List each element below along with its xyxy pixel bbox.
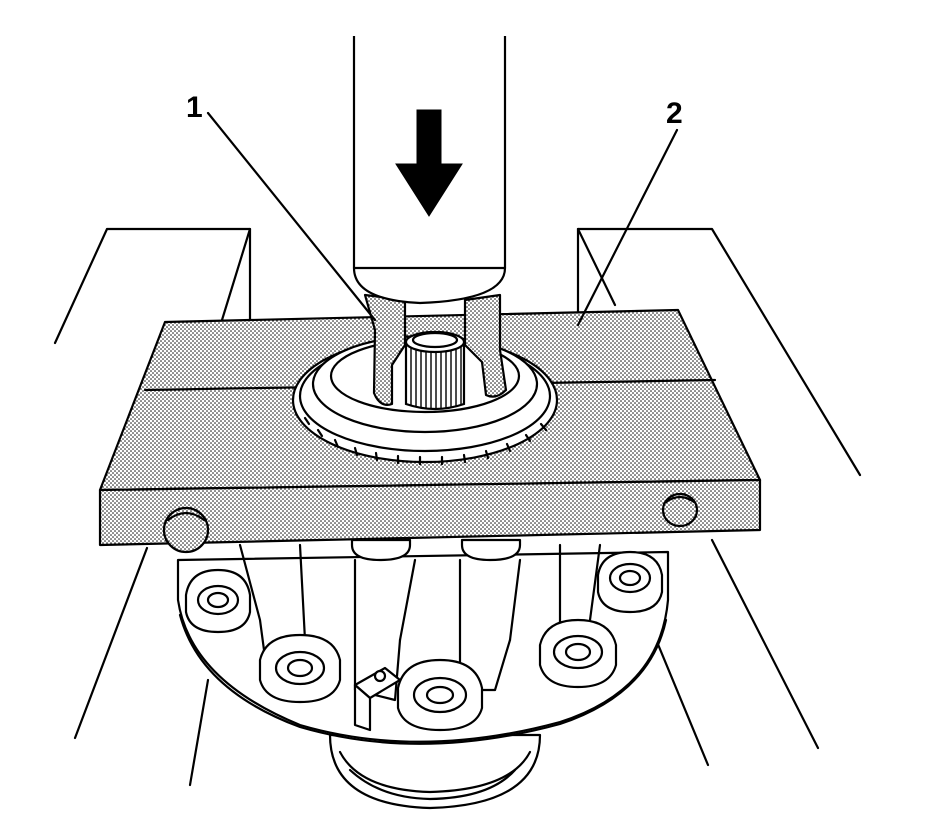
plate-bolt-head — [661, 492, 699, 528]
arrow-down-icon — [395, 109, 463, 217]
callout-1-leader — [206, 111, 377, 322]
press-support-legs — [73, 538, 820, 787]
callout-2-leader — [576, 128, 679, 327]
bolt-boss — [258, 633, 342, 704]
plate-bolt-head — [162, 506, 210, 554]
bolt-boss — [396, 658, 484, 732]
differential-case — [176, 538, 670, 810]
bolt-boss — [184, 568, 252, 634]
bolt-boss — [596, 550, 664, 614]
callout-label-2: 2 — [666, 97, 683, 130]
splined-shaft — [404, 330, 466, 411]
bolt-boss — [538, 618, 618, 689]
press-support-left — [53, 227, 252, 345]
press-support-right — [576, 227, 862, 477]
callout-label-1: 1 — [186, 91, 203, 124]
